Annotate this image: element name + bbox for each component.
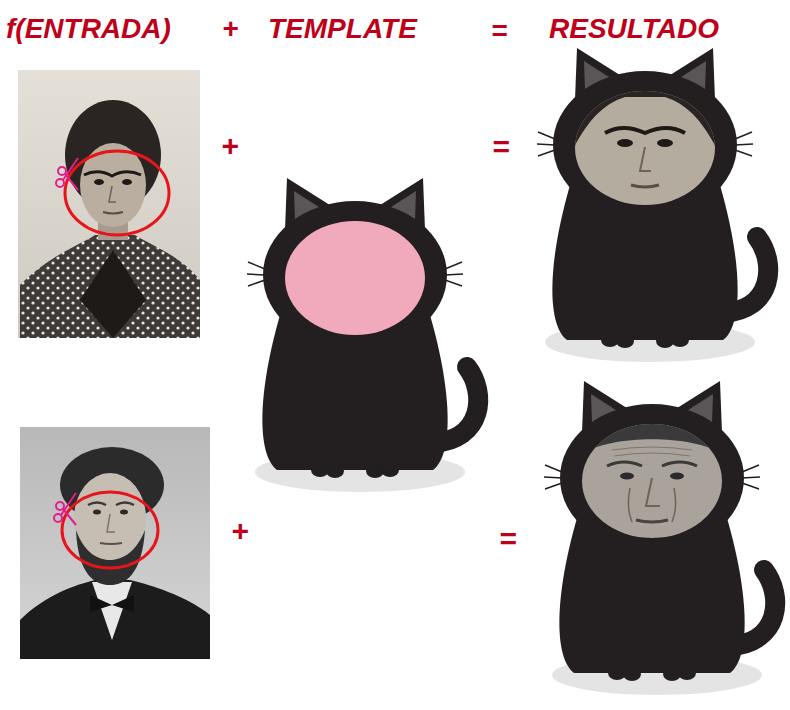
cat-result xyxy=(537,48,768,362)
cat-template xyxy=(247,178,478,492)
heading-term: f(ENTRADA) xyxy=(6,15,171,43)
portrait-photo-part-part xyxy=(54,514,62,522)
portrait-photo-part-part xyxy=(63,509,76,525)
portrait-photo-part xyxy=(20,235,200,338)
cat-template-part xyxy=(285,221,425,335)
heading-operator: + xyxy=(222,15,238,43)
cat-result-part-part xyxy=(628,488,675,522)
portrait-photo-part-part xyxy=(56,502,64,510)
cat-result-part-part xyxy=(570,85,720,215)
portrait-photo-part-part xyxy=(65,174,78,190)
portrait-photo-part xyxy=(54,493,76,525)
portrait-photo-part xyxy=(120,510,128,515)
cat-result-part-part xyxy=(657,139,673,147)
portrait-photo-part xyxy=(18,70,200,338)
heading-term: TEMPLATE xyxy=(268,15,417,43)
portrait-photo-part xyxy=(62,492,158,568)
cat-result-part-part xyxy=(577,418,727,458)
cat-result-part-part xyxy=(607,462,697,466)
cat-result-part-part xyxy=(577,418,727,548)
portrait-photo-part-part xyxy=(61,493,76,515)
portrait-photo-part xyxy=(76,530,145,585)
portrait-photo-part xyxy=(90,595,134,612)
portrait-photo-part xyxy=(100,543,122,544)
cat-result-part-part xyxy=(605,128,685,133)
portrait-photo-part xyxy=(107,514,115,532)
cat-result xyxy=(544,381,775,695)
cat-result-part xyxy=(537,48,768,362)
plus-sign: + xyxy=(231,516,249,546)
portrait-photo-part xyxy=(103,212,123,214)
portrait-photo-part xyxy=(93,510,101,515)
portrait-photo-part xyxy=(65,151,169,235)
cat-result-part-part xyxy=(612,447,692,456)
cat-result-part-part xyxy=(646,478,660,506)
portrait-photo-part xyxy=(109,186,116,202)
cat-result-part-part xyxy=(620,473,634,480)
cat-result-part-part xyxy=(617,139,633,147)
cat-template-part xyxy=(247,178,478,492)
portrait-photo-part xyxy=(20,580,210,659)
portrait-photo-part xyxy=(88,503,134,506)
portrait-photo-part xyxy=(122,179,132,185)
cat-result-part-part xyxy=(640,147,651,171)
cat-result-part xyxy=(577,418,727,548)
heading-term: RESULTADO xyxy=(549,15,719,43)
portrait-photo-part-part xyxy=(63,158,78,180)
portrait-photo-part xyxy=(56,158,78,190)
cat-result-part-part xyxy=(631,185,659,187)
portrait-photo xyxy=(20,427,210,659)
portrait-photo-part xyxy=(20,427,210,659)
equals-sign: = xyxy=(492,132,510,162)
cat-result-part-part xyxy=(577,523,727,548)
plus-sign: + xyxy=(221,131,239,161)
cat-result-part-part xyxy=(636,520,668,522)
equals-sign: = xyxy=(499,524,517,554)
portrait-photo-part-part xyxy=(58,167,66,175)
portrait-photo-part xyxy=(84,172,141,176)
cat-result-part xyxy=(544,381,775,695)
cat-result-part-part xyxy=(670,473,684,480)
portrait-photo-part xyxy=(94,179,104,185)
cat-result-part-part xyxy=(570,85,720,155)
portrait-photo xyxy=(18,70,200,338)
portrait-photo-part xyxy=(80,250,146,338)
heading-operator: = xyxy=(491,17,507,45)
cat-result-part xyxy=(570,85,720,215)
portrait-photo-part xyxy=(92,582,132,640)
portrait-photo-part-part xyxy=(56,179,64,187)
